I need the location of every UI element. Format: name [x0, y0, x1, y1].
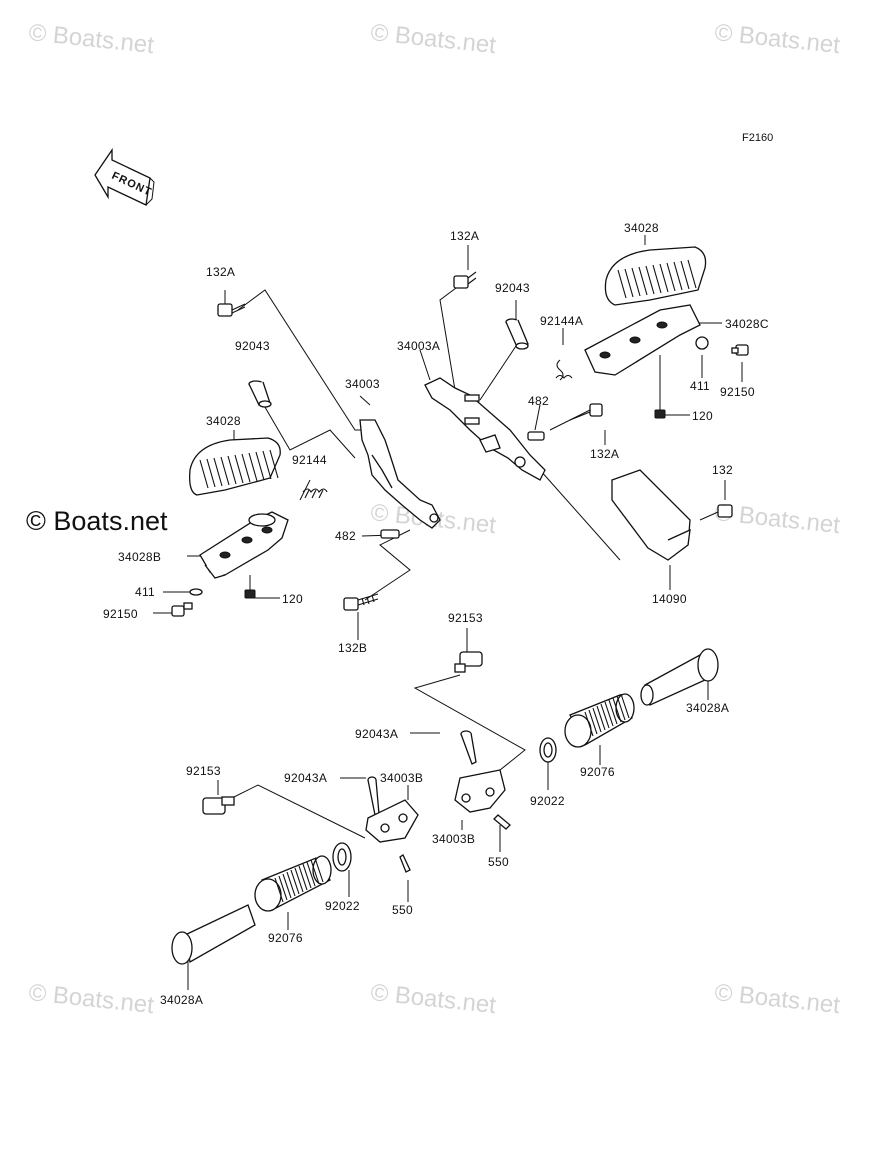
label-92043-right: 92043	[495, 281, 530, 295]
label-92022-left: 92022	[325, 899, 360, 913]
label-132A-right: 132A	[590, 447, 619, 461]
label-14090: 14090	[652, 592, 687, 606]
bolt-92153-left	[202, 796, 235, 815]
label-411-left: 411	[135, 585, 155, 599]
bracket-34003A	[424, 377, 546, 481]
label-92043A-left: 92043A	[284, 771, 327, 785]
footpeg-34028C	[584, 304, 701, 376]
bracket-34003B-right	[454, 769, 506, 813]
label-92043-left: 92043	[235, 339, 270, 353]
cotter-550-left	[399, 854, 411, 873]
bracket-34003	[359, 419, 441, 529]
rubber-92076-left	[254, 855, 332, 912]
tube-34028A-right	[640, 648, 719, 706]
cotter-550-right	[493, 814, 511, 830]
footpeg-rubber-34028-right	[604, 246, 707, 306]
bolt-132	[699, 504, 733, 521]
label-92022-right: 92022	[530, 794, 565, 808]
label-550-right: 550	[488, 855, 509, 869]
label-92150-left: 92150	[103, 607, 138, 621]
watermark-tile: © Boats.net	[713, 979, 841, 1019]
label-34028-right: 34028	[624, 221, 659, 235]
bolt-92153-top	[454, 651, 483, 673]
washer-92022-left	[332, 842, 352, 872]
watermark-tile: © Boats.net	[713, 499, 841, 539]
watermark-tile: © Boats.net	[369, 979, 497, 1019]
diagram-code: F2160	[742, 132, 773, 144]
label-550-left: 550	[392, 903, 413, 917]
bolt-132A-left	[217, 303, 246, 317]
tube-34028A-left	[171, 904, 256, 965]
pin-92043-left	[248, 380, 272, 408]
label-132: 132	[712, 463, 733, 477]
pin-482-right	[527, 431, 545, 441]
bolt-132B	[343, 593, 379, 611]
leader-lines	[153, 235, 743, 990]
label-92153-top: 92153	[448, 611, 483, 625]
label-92153-left: 92153	[186, 764, 221, 778]
label-132A-left: 132A	[206, 265, 235, 279]
spring-92144	[302, 488, 328, 499]
label-92076-left: 92076	[268, 931, 303, 945]
label-92144A: 92144A	[540, 314, 583, 328]
pin-92043-right	[505, 318, 529, 350]
label-120-left: 120	[282, 592, 303, 606]
spring-92144A	[555, 359, 573, 381]
label-34028B: 34028B	[118, 550, 161, 564]
label-132A-top: 132A	[450, 229, 479, 243]
label-34003: 34003	[345, 377, 380, 391]
watermark-tile: © Boats.net	[27, 19, 155, 59]
label-34028A-left: 34028A	[160, 993, 203, 1007]
label-482-right: 482	[528, 394, 549, 408]
label-34028C: 34028C	[725, 317, 769, 331]
bolt-132A-right	[569, 403, 603, 421]
bracket-34003B-left	[365, 799, 419, 843]
bolt-92150-left	[171, 602, 193, 617]
label-92150-right: 92150	[720, 385, 755, 399]
bolt-132A-top	[453, 271, 477, 289]
bolt-120-left	[244, 575, 256, 599]
label-92144: 92144	[292, 453, 327, 467]
bolt-92150-right	[731, 344, 749, 356]
label-34003A: 34003A	[397, 339, 440, 353]
washer-411-right	[695, 336, 709, 350]
front-arrow-icon: FRONT	[94, 147, 155, 206]
watermark-tile: © Boats.net	[27, 979, 155, 1019]
washer-92022-right	[539, 737, 557, 763]
part-labels: 132A 92043 34003 34028 92144 482 34028B …	[103, 221, 769, 1007]
bolt-120-right	[654, 409, 666, 419]
footpeg-34028B	[199, 511, 289, 579]
pin-482-left	[380, 529, 400, 539]
label-34003B-left: 34003B	[380, 771, 423, 785]
label-92076-right: 92076	[580, 765, 615, 779]
pin-92043A-left	[367, 776, 380, 816]
watermark-main: © Boats.net	[26, 506, 168, 536]
label-482-left: 482	[335, 529, 356, 543]
footpeg-rubber-34028-left	[189, 437, 281, 496]
pin-92043A-right	[460, 730, 477, 765]
label-132B: 132B	[338, 641, 367, 655]
label-34028A-right: 34028A	[686, 701, 729, 715]
label-34003B-right: 34003B	[432, 832, 475, 846]
label-92043A-right: 92043A	[355, 727, 398, 741]
label-411-right: 411	[690, 379, 710, 393]
rubber-92076-right	[564, 693, 635, 748]
washer-411-left	[189, 588, 203, 596]
pedal-cover-14090	[611, 469, 691, 561]
watermark-tile: © Boats.net	[713, 19, 841, 59]
watermark-tile: © Boats.net	[369, 19, 497, 59]
label-120-right: 120	[692, 409, 713, 423]
label-34028-left: 34028	[206, 414, 241, 428]
